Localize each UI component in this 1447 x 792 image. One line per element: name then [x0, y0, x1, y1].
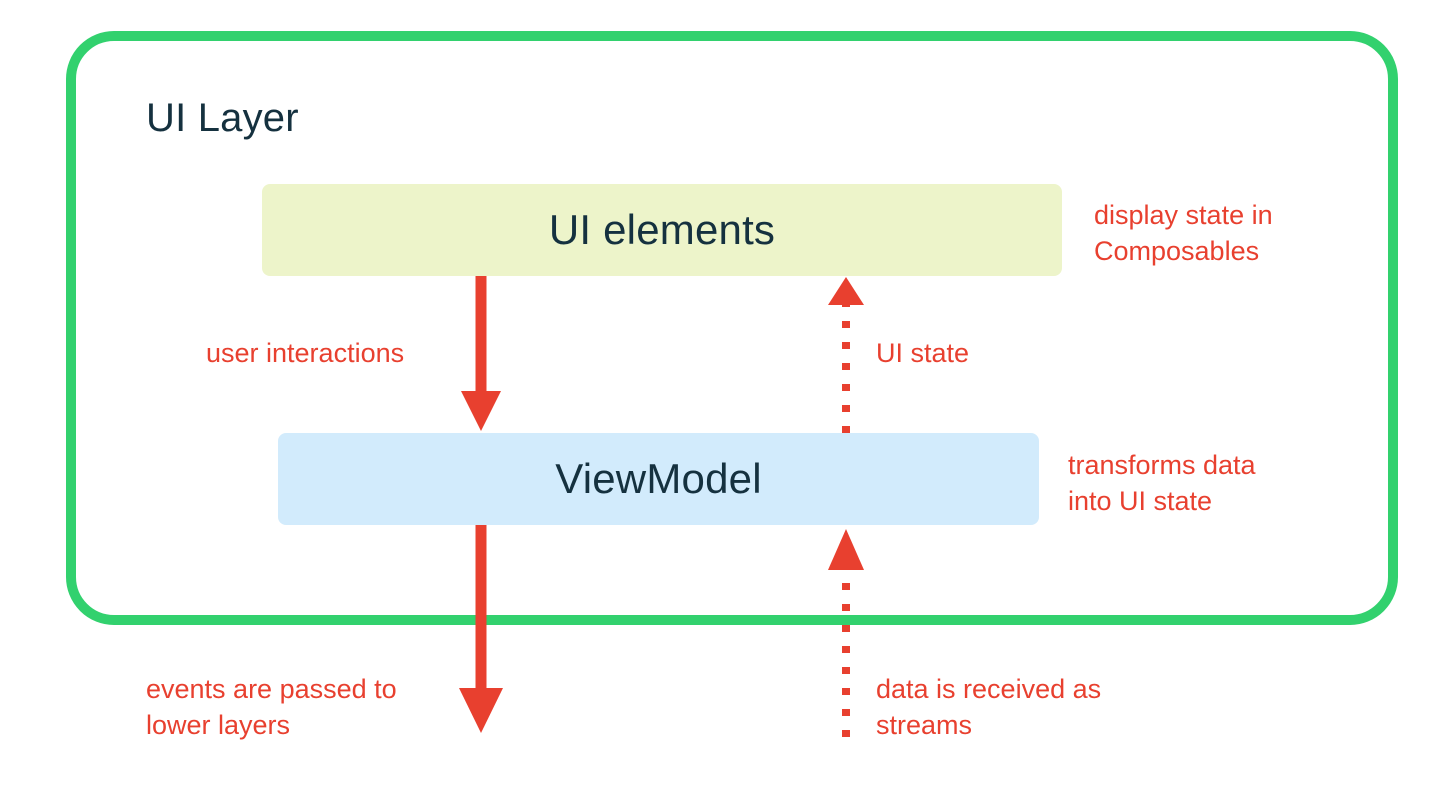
- ui-layer-container: [66, 31, 1398, 625]
- page-title: UI Layer: [146, 96, 299, 140]
- annotation-user-interactions: user interactions: [206, 338, 405, 368]
- annotation-data-streams: data is received as streams: [876, 674, 1102, 740]
- viewmodel-box: ViewModel: [278, 433, 1039, 525]
- annotation-display-state: display state in Composables: [1094, 200, 1273, 266]
- annotation-events-passed: events are passed to lower layers: [146, 674, 397, 740]
- ui-elements-box: UI elements: [262, 184, 1062, 276]
- annotation-ui-state: UI state: [876, 338, 970, 368]
- annotation-transforms-data: transforms data into UI state: [1068, 450, 1256, 516]
